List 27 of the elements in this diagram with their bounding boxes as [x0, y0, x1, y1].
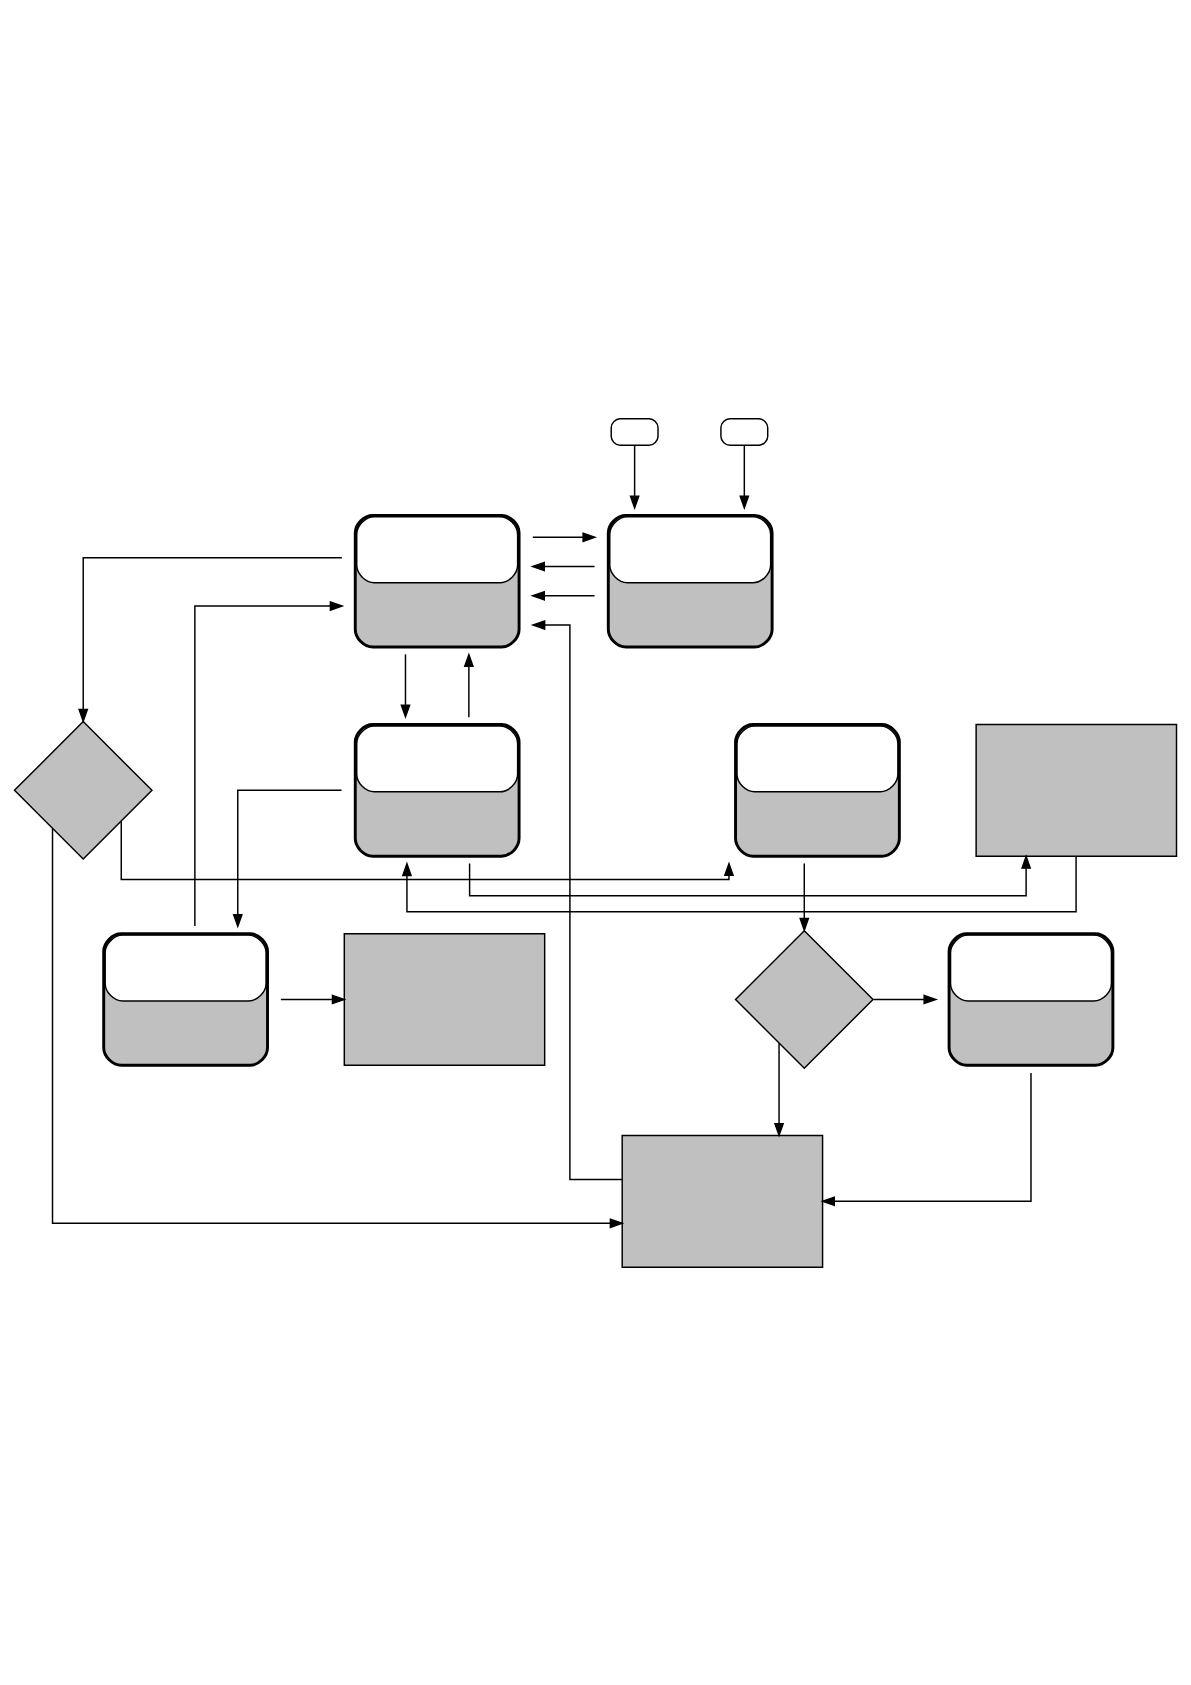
arrow [468, 853, 1032, 896]
arrow [820, 1071, 1032, 1206]
arrow [530, 590, 596, 601]
arrow [629, 444, 640, 510]
arrow [799, 862, 810, 932]
node-box [621, 1134, 824, 1268]
arrow [872, 993, 939, 1005]
arrow [232, 789, 343, 929]
arrow [51, 827, 625, 1228]
arrow [194, 600, 345, 927]
arrow [120, 820, 735, 880]
node-button [610, 417, 659, 446]
node-box [975, 723, 1178, 857]
node-diamond [13, 720, 153, 860]
arrow [463, 651, 474, 718]
arrow [773, 1042, 785, 1138]
arrow [78, 556, 343, 723]
arrow [530, 619, 623, 1180]
arrow [280, 993, 347, 1005]
arrow [400, 653, 411, 719]
node-button [720, 417, 769, 446]
arrow [530, 560, 596, 572]
arrow [532, 531, 598, 542]
node-box [343, 932, 546, 1066]
node-diamond [734, 929, 875, 1069]
arrow [401, 855, 1077, 912]
arrow [739, 444, 750, 510]
